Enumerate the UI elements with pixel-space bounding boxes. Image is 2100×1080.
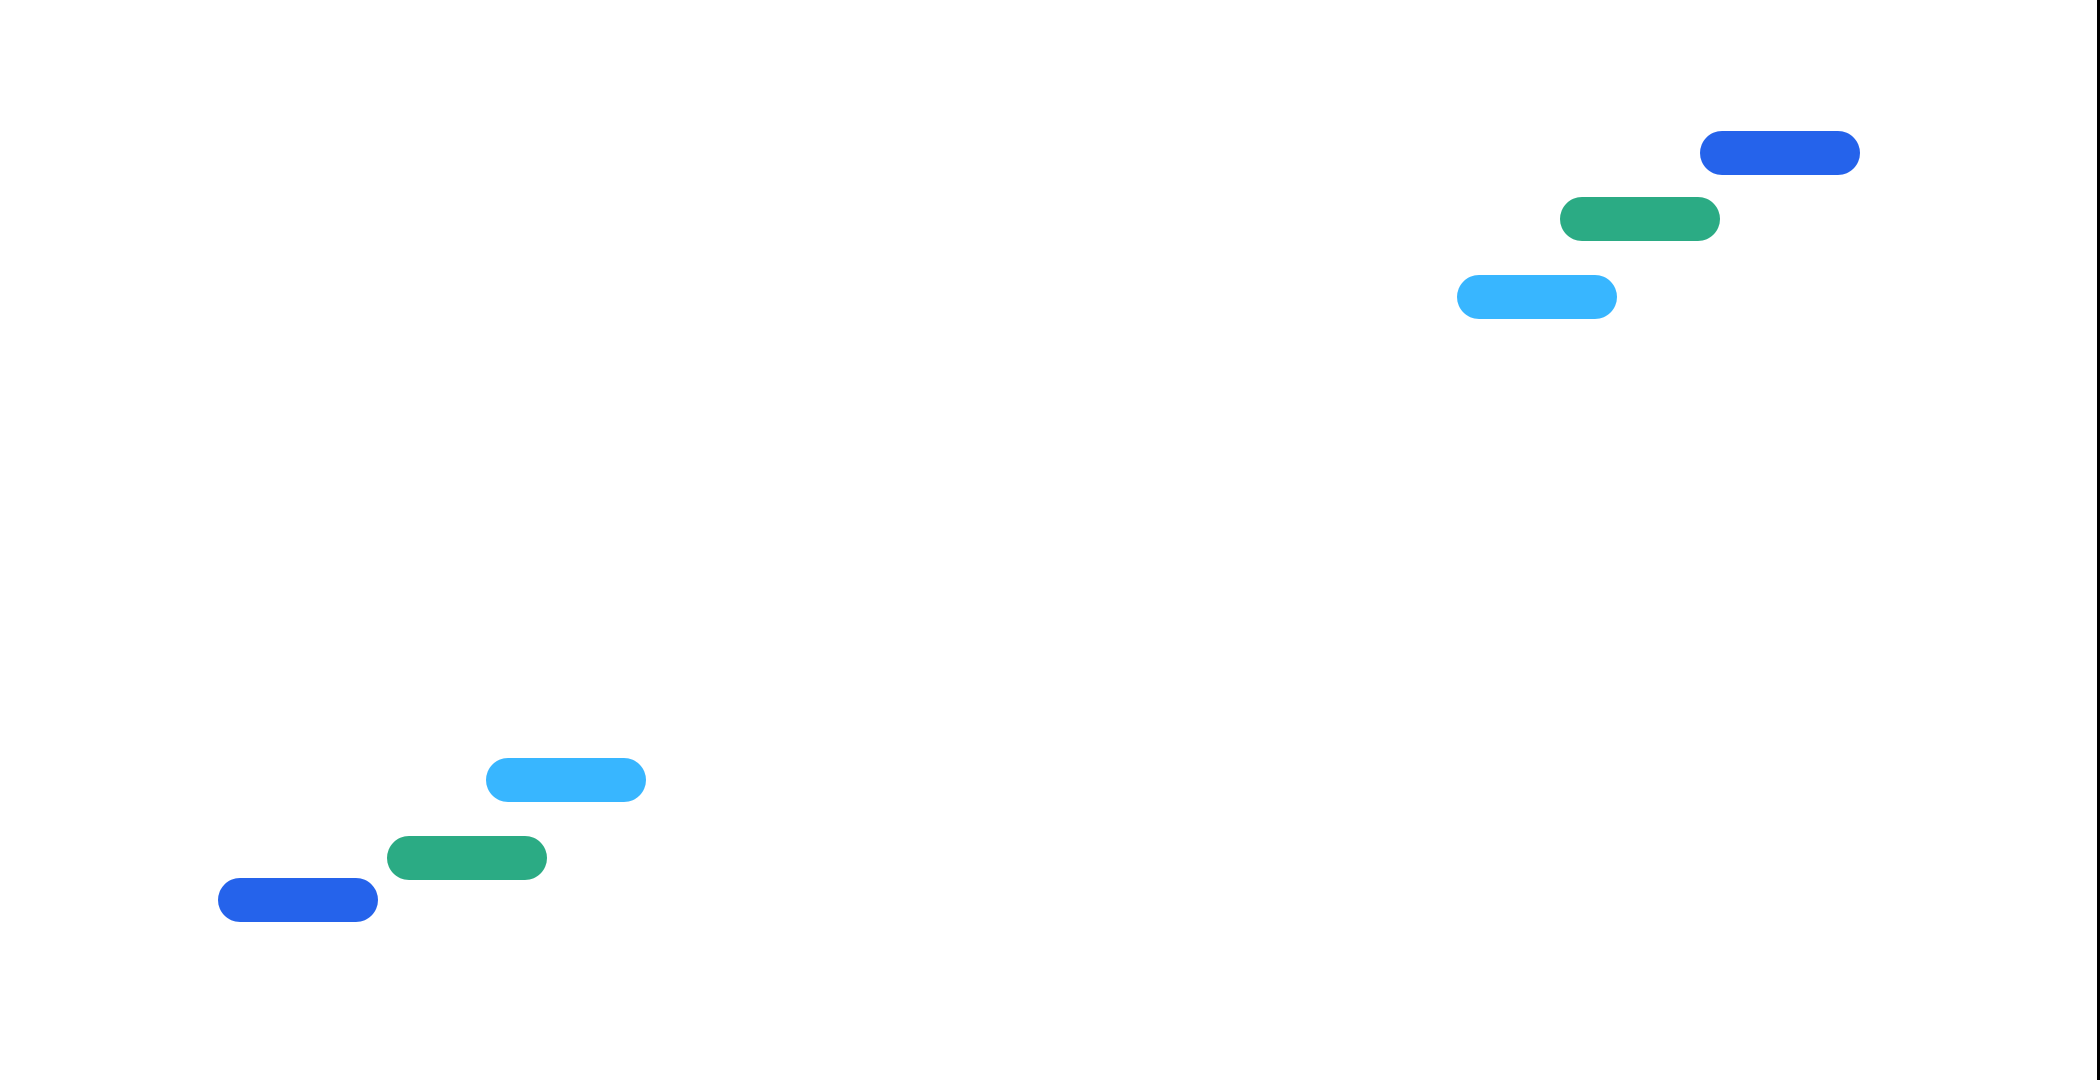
pill-lower-green bbox=[387, 836, 547, 880]
pill-upper-blue bbox=[1700, 131, 1860, 175]
pill-upper-green bbox=[1560, 197, 1720, 241]
right-edge-divider bbox=[2097, 0, 2100, 1080]
pill-lower-light-blue bbox=[486, 758, 646, 802]
pill-lower-blue bbox=[218, 878, 378, 922]
pill-upper-light-blue bbox=[1457, 275, 1617, 319]
